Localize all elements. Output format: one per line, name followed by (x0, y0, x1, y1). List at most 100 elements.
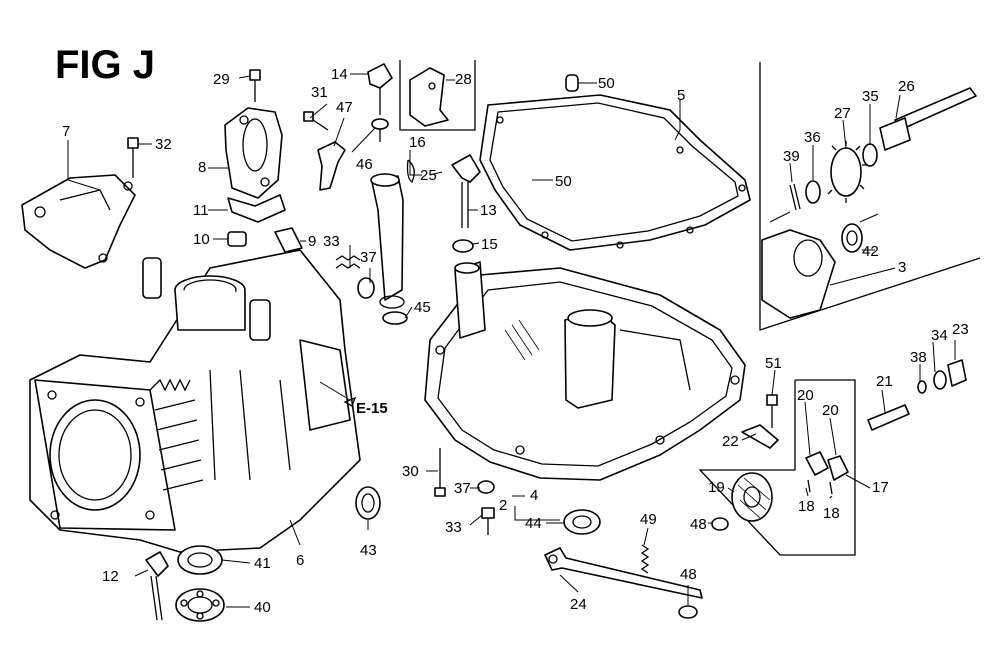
callout-18: 18 (823, 505, 840, 522)
part-19-governor-weight (731, 472, 773, 522)
part-29-bolt (249, 69, 261, 102)
figure-title: FIG J (55, 43, 155, 87)
part-36-washer (805, 180, 821, 204)
callout-38: 38 (910, 349, 927, 366)
callout-50: 50 (555, 173, 572, 190)
callout-50: 50 (598, 75, 615, 92)
callout-33: 33 (323, 233, 340, 250)
part-32-bolt (127, 137, 139, 178)
callout-45: 45 (414, 299, 431, 316)
part-3-housing (761, 211, 879, 319)
callout-37: 37 (360, 249, 377, 266)
callout-40: 40 (254, 599, 271, 616)
callout-9: 9 (308, 233, 316, 250)
callout-23: 23 (952, 321, 969, 338)
callout-7: 7 (62, 123, 70, 140)
part-42-bearing (841, 223, 863, 253)
callout-18: 18 (798, 498, 815, 515)
callout-22: 22 (722, 433, 739, 450)
frame-gear-assembly (759, 62, 981, 331)
callout-43: 43 (360, 542, 377, 559)
part-23-bolt (947, 359, 967, 387)
callout-20: 20 (822, 402, 839, 419)
callout-8: 8 (198, 159, 206, 176)
part-47-bracket (317, 141, 346, 191)
callout-27: 27 (834, 105, 851, 122)
callout-21: 21 (876, 373, 893, 390)
callout-39: 39 (783, 148, 800, 165)
callout-24: 24 (570, 596, 587, 613)
callout-12: 12 (102, 568, 119, 585)
part-50-dowel-pin-top (565, 74, 579, 92)
part-40-bearing (175, 588, 225, 622)
callout-13: 13 (480, 202, 497, 219)
part-49-spring (640, 544, 650, 574)
part-7-cover-plate (21, 174, 136, 269)
callout-41: 41 (254, 555, 271, 572)
part-34-washer (933, 370, 947, 390)
part-35-washer (862, 143, 878, 167)
part-51-bolt (766, 394, 778, 428)
callout-4: 4 (530, 487, 538, 504)
part-8-insulator (224, 107, 283, 199)
callout-49: 49 (640, 511, 657, 528)
reference-e15: E-15 (343, 396, 388, 417)
reference-label: E-15 (356, 400, 388, 417)
part-21-shaft (867, 404, 910, 431)
callout-25: 25 (420, 167, 437, 184)
part-44-oil-seal (563, 509, 601, 535)
part-18-pins (807, 479, 833, 495)
callout-32: 32 (155, 136, 172, 153)
callout-34: 34 (931, 327, 948, 344)
part-6-cylinder-block (29, 249, 361, 553)
callout-6: 6 (296, 552, 304, 569)
part-31-bolt (303, 111, 329, 131)
callout-44: 44 (525, 515, 542, 532)
part-41-oil-seal (177, 545, 223, 575)
part-48-washer-governor (711, 517, 729, 531)
callout-46: 46 (356, 156, 373, 173)
callout-48: 48 (690, 516, 707, 533)
part-11-gasket (227, 194, 286, 223)
callout-35: 35 (862, 88, 879, 105)
callout-26: 26 (898, 78, 915, 95)
part-45-oring (382, 311, 408, 325)
callout-42: 42 (862, 243, 879, 260)
part-10-pin (227, 231, 247, 247)
part-12-drain-plug (145, 551, 169, 621)
callout-10: 10 (193, 231, 210, 248)
part-39-pin (789, 183, 801, 211)
callout-15: 15 (481, 236, 498, 253)
callout-51: 51 (765, 355, 782, 372)
part-25-clip (406, 159, 415, 183)
callout-14: 14 (331, 66, 348, 83)
part-30-bolt (434, 448, 446, 497)
part-15-washer (452, 239, 474, 253)
callout-31: 31 (311, 84, 328, 101)
part-24-governor-arm (544, 547, 703, 599)
leader-lines (67, 73, 956, 608)
callout-16: 16 (409, 134, 426, 151)
callout-labels: 29 31 47 14 28 50 5 7 32 8 46 16 25 50 3… (62, 66, 969, 616)
part-37-washer-lower (477, 480, 495, 494)
callout-5: 5 (677, 87, 685, 104)
part-26-camshaft (879, 87, 977, 151)
part-22-plate (741, 424, 779, 449)
part-38-clip (917, 380, 927, 394)
part-28-bracket (409, 67, 449, 127)
part-48-washer-lower (678, 605, 698, 619)
part-37-washer (357, 277, 375, 299)
callout-28: 28 (455, 71, 472, 88)
part-33-spring (335, 255, 361, 269)
callout-47: 47 (336, 99, 353, 116)
callout-11: 11 (193, 202, 209, 219)
part-43-oil-seal (355, 486, 381, 520)
callout-37: 37 (454, 480, 471, 497)
callout-33: 33 (445, 519, 462, 536)
callout-19: 19 (708, 479, 725, 496)
part-5-case-gasket (479, 94, 751, 251)
frame-governor-assembly (698, 379, 856, 556)
callout-30: 30 (402, 463, 419, 480)
callout-3: 3 (898, 259, 906, 276)
